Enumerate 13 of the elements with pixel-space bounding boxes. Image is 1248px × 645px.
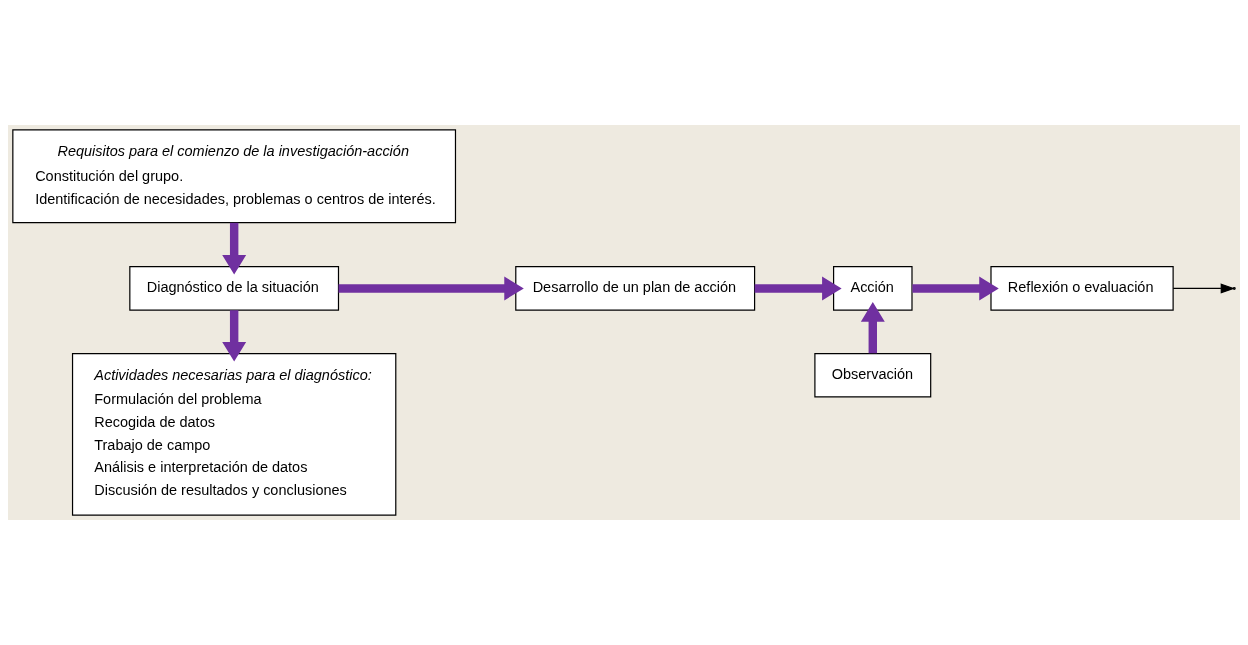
arrow bbox=[338, 276, 524, 301]
arrow bbox=[912, 276, 999, 301]
arrow bbox=[860, 302, 885, 354]
arrow bbox=[754, 276, 842, 301]
node-box: Requisitos para el comienzo de la investigación-acción Constitución del grupo. Identificación de necesidades, problemas o centros de interés. bbox=[12, 129, 457, 224]
node-box: Observación bbox=[814, 352, 932, 398]
node-box: Reflexión o evaluación bbox=[990, 266, 1174, 311]
node-box: Acción bbox=[833, 266, 913, 311]
node-box: Actividades necesarias para el diagnóstico: Formulación del problema Recogida de datos Trabajo de campo Análisis e interpretación de datos Discusión de resultados y conclusiones bbox=[71, 352, 397, 516]
arrow bbox=[222, 310, 247, 362]
arrow bbox=[222, 222, 247, 275]
node-box: Diagnóstico de la situación bbox=[129, 266, 340, 311]
node-box: Desarrollo de un plan de acción bbox=[515, 266, 756, 311]
